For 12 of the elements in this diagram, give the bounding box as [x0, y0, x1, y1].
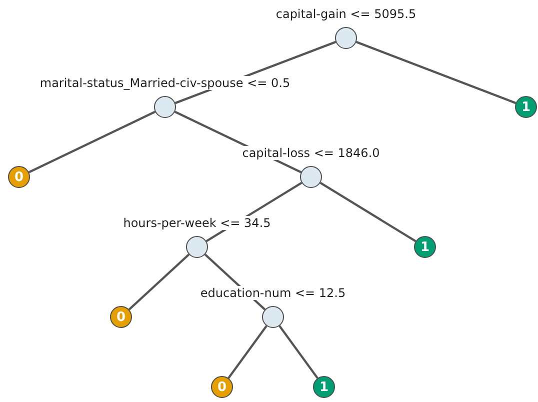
leaf-node-circle: 0: [110, 306, 132, 328]
connector-line: [320, 182, 416, 242]
leaf-node-circle: 0: [211, 376, 233, 398]
leaf-node-circle: 1: [414, 236, 436, 258]
connector-line: [278, 325, 318, 379]
leaf-node-circle: 1: [313, 376, 335, 398]
connector-line: [128, 254, 190, 310]
connector-line: [356, 40, 516, 104]
connector-line: [228, 325, 268, 379]
leaf-node-circle: 0: [8, 166, 30, 188]
connector-line: [28, 110, 156, 174]
leaf-node-circle: 1: [515, 96, 537, 118]
